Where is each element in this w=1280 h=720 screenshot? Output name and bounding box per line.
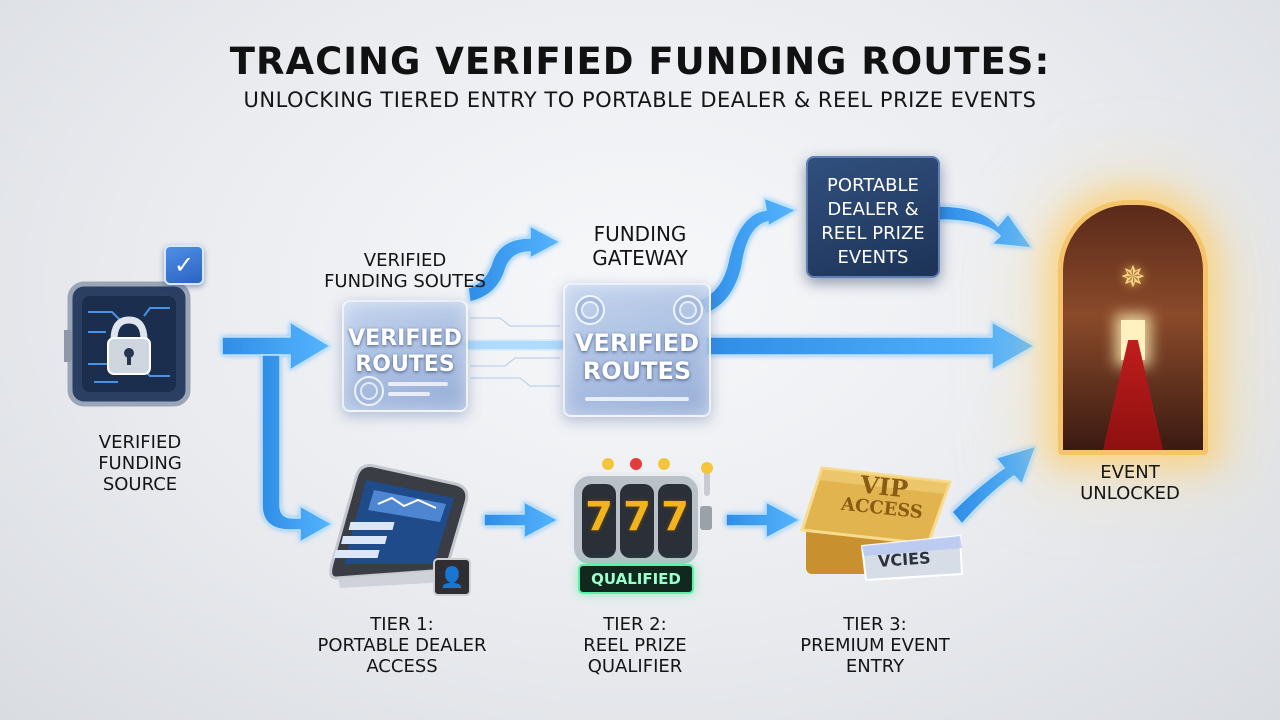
tier2-label: TIER 2: REEL PRIZE QUALIFIER bbox=[583, 614, 687, 677]
fingerprint-icon bbox=[575, 295, 605, 325]
verified-routes-panel-upper-title: VERIFIED ROUTES bbox=[348, 326, 462, 377]
page-subtitle: UNLOCKING TIERED ENTRY TO PORTABLE DEALE… bbox=[243, 88, 1037, 112]
arrow-gateway-to-events bbox=[699, 196, 798, 315]
arrow-tier2-to-tier3 bbox=[725, 500, 802, 540]
panel-connector-beam bbox=[462, 341, 566, 349]
gateway-label: FUNDING GATEWAY bbox=[592, 222, 688, 270]
secure-vault-lock-icon bbox=[62, 268, 199, 418]
checkmark-icon: ✓ bbox=[164, 245, 204, 285]
page-title: TRACING VERIFIED FUNDING ROUTES: bbox=[229, 40, 1051, 83]
chandelier-icon: ✵ bbox=[1120, 260, 1146, 295]
arrow-routes-to-gateway bbox=[467, 224, 562, 303]
arrow-gateway-to-portal bbox=[705, 320, 1036, 372]
source-label: VERIFIED FUNDING SOURCE bbox=[98, 432, 182, 495]
tier3-label: TIER 3: PREMIUM EVENT ENTRY bbox=[800, 614, 950, 677]
verified-routes-panel-gateway: VERIFIED ROUTES bbox=[563, 283, 711, 417]
arrow-source-down-branch bbox=[261, 354, 334, 544]
qualified-badge: QUALIFIED bbox=[578, 564, 694, 594]
routes-upper-label: VERIFIED FUNDING SOUTES bbox=[324, 250, 486, 292]
arrow-events-to-portal bbox=[937, 205, 1034, 249]
user-icon: 👤 bbox=[433, 558, 471, 596]
glowing-ballroom-door-icon: ✵ bbox=[1058, 200, 1208, 455]
vip-pass-icon bbox=[800, 458, 965, 584]
reel-1: 7 bbox=[585, 494, 613, 540]
fingerprint-icon bbox=[673, 295, 703, 325]
slot-machine-icon bbox=[568, 456, 718, 568]
verified-routes-panel-gateway-title: VERIFIED ROUTES bbox=[574, 329, 700, 385]
payment-terminal-icon bbox=[326, 460, 476, 590]
holo-card-text: VCIES bbox=[877, 548, 932, 571]
arrow-source-to-routes bbox=[221, 320, 332, 372]
events-panel-text: PORTABLE DEALER & REEL PRIZE EVENTS bbox=[821, 175, 925, 268]
portable-dealer-reel-prize-events-panel: PORTABLE DEALER & REEL PRIZE EVENTS bbox=[806, 156, 940, 278]
verified-routes-panel-upper: VERIFIED ROUTES bbox=[342, 300, 468, 412]
reel-3: 7 bbox=[661, 494, 689, 540]
reel-2: 7 bbox=[623, 494, 651, 540]
tier1-label: TIER 1: PORTABLE DEALER ACCESS bbox=[317, 614, 487, 677]
circuit-traces bbox=[470, 317, 560, 387]
event-unlocked-label: EVENT UNLOCKED bbox=[1080, 462, 1180, 504]
fingerprint-icon bbox=[354, 376, 384, 406]
arrow-tier1-to-tier2 bbox=[483, 500, 560, 540]
arrow-tier3-to-portal bbox=[950, 444, 1038, 526]
